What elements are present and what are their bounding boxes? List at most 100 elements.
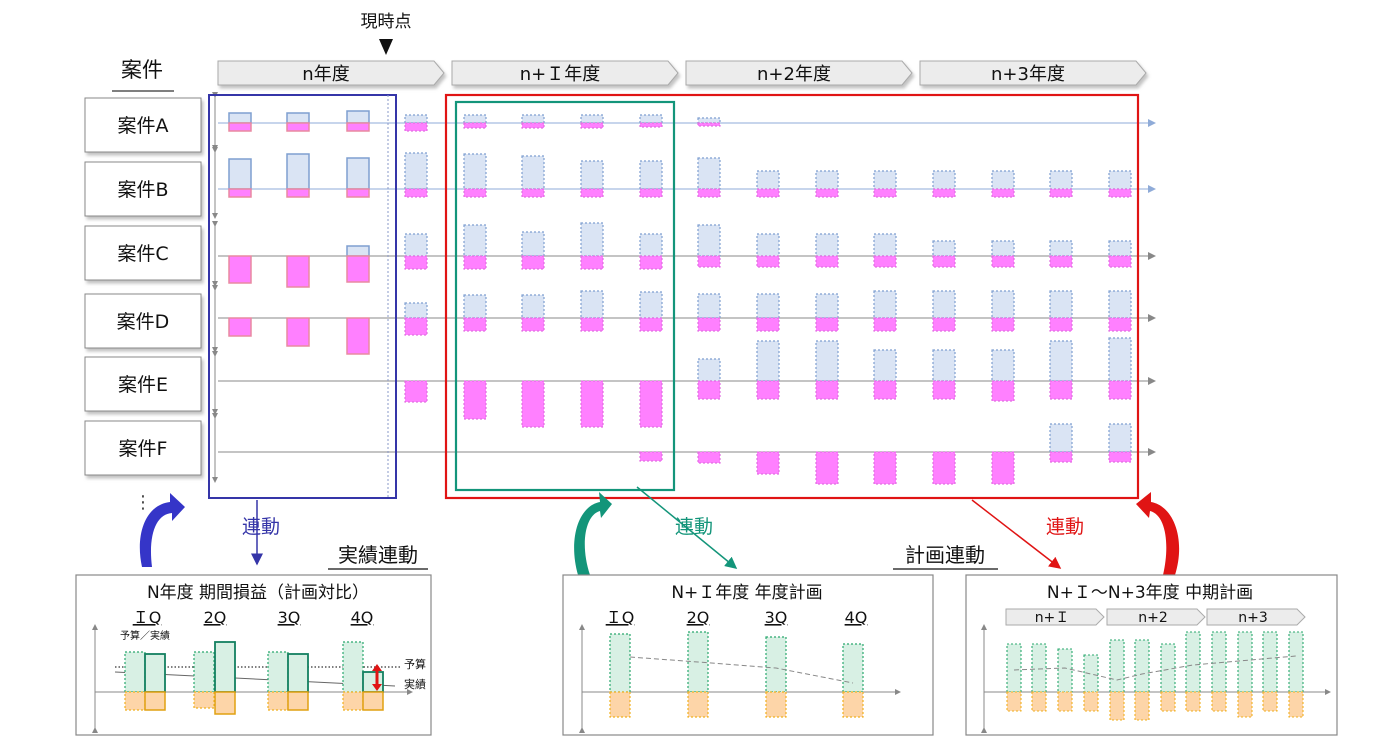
- cost-bar: [756, 188, 780, 198]
- plan-bar: [521, 294, 545, 319]
- cost-bar: [1108, 255, 1132, 268]
- actual-bar: [144, 653, 166, 693]
- quarter-label: 2Q: [204, 608, 227, 627]
- plan-bar: [815, 170, 839, 190]
- plan-bar: [609, 633, 631, 693]
- year-arrow: [451, 60, 679, 86]
- budget-cost-bar: [267, 691, 289, 711]
- cost-bar: [228, 317, 252, 337]
- cost-bar: [639, 188, 663, 198]
- budget-label: 予算: [404, 657, 426, 671]
- plan-bar: [286, 153, 310, 190]
- actual-cost-bar: [214, 691, 236, 715]
- now-label: 現時点: [361, 12, 412, 32]
- cost-bar: [932, 188, 956, 198]
- plan-bar: [932, 290, 956, 319]
- plan-bar: [286, 112, 310, 124]
- mid-year-arrow: [1206, 608, 1306, 626]
- plan-bar: [991, 349, 1015, 382]
- actual-cost-bar: [144, 691, 166, 711]
- actual-cost-bar: [287, 691, 309, 711]
- midterm-cost-bar: [1185, 691, 1201, 712]
- midterm-cost-bar: [1109, 691, 1125, 721]
- cost-bar: [286, 122, 310, 132]
- plan-bar: [697, 293, 721, 319]
- year-arrow: [919, 60, 1147, 86]
- actual-bar: [287, 653, 309, 693]
- cost-bar: [1049, 255, 1073, 268]
- budget-bar: [193, 651, 215, 693]
- midterm-cost-bar: [1134, 691, 1150, 721]
- plan-bar: [580, 114, 604, 124]
- cost-bar: [286, 255, 310, 288]
- midterm-plan-bar: [1160, 643, 1176, 693]
- plan-bar: [842, 643, 864, 693]
- plan-bar: [463, 114, 487, 124]
- cost-bar: [639, 255, 663, 270]
- plan-bar: [346, 245, 370, 257]
- cost-bar: [873, 380, 897, 400]
- midterm-plan-bar: [1237, 631, 1253, 693]
- budget-cost-bar: [342, 691, 364, 711]
- plan-trend-line: [629, 656, 854, 684]
- midterm-plan-bar: [1185, 631, 1201, 693]
- cost-bar: [991, 188, 1015, 198]
- cost-bar: [1108, 317, 1132, 332]
- cost-bar: [346, 255, 370, 283]
- plan-bar: [697, 157, 721, 190]
- midterm-plan-bar: [1006, 643, 1022, 693]
- case-box: [84, 293, 202, 349]
- cost-bar: [1108, 188, 1132, 198]
- midterm-plan-bar: [1262, 631, 1278, 693]
- plan-bar: [697, 358, 721, 382]
- midterm-plan-bar: [1031, 643, 1047, 693]
- plan-bar: [932, 240, 956, 257]
- plan-bar: [1108, 423, 1132, 453]
- case-box: [84, 97, 202, 153]
- plan-bar: [756, 233, 780, 257]
- cost-bar: [346, 317, 370, 355]
- cost-bar: [404, 317, 428, 336]
- midterm-cost-bar: [1237, 691, 1253, 718]
- cost-bar: [815, 380, 839, 400]
- cost-bar: [1049, 451, 1073, 463]
- cost-bar: [932, 317, 956, 332]
- plan-bar: [1049, 240, 1073, 257]
- cost-bar: [991, 380, 1015, 402]
- plan-bar: [521, 231, 545, 257]
- year-arrow: [685, 60, 913, 86]
- plan-bar: [1049, 340, 1073, 382]
- budget-cost-bar: [124, 691, 146, 711]
- cost-bar: [463, 380, 487, 420]
- midterm-cost-bar: [1083, 691, 1099, 712]
- cost-bar: [521, 317, 545, 332]
- cost-bar: [697, 122, 721, 127]
- case-box: [84, 356, 202, 412]
- cost-bar: [639, 122, 663, 128]
- case-label: 案件C: [117, 243, 168, 265]
- plan-bar: [991, 170, 1015, 190]
- cost-bar: [697, 451, 721, 464]
- actual-link-title: 実績連動: [338, 543, 418, 567]
- actual-bar: [362, 671, 384, 693]
- cost-bar: [1049, 380, 1073, 400]
- cost-bar: [873, 188, 897, 198]
- plan-bar: [580, 160, 604, 190]
- cost-bar: [404, 380, 428, 403]
- annual-feedback-arrow-icon: [574, 492, 612, 575]
- midterm-cost-bar: [1160, 691, 1176, 712]
- cost-bar: [1049, 188, 1073, 198]
- actual-cost-bar: [362, 691, 384, 711]
- annual-plan-frame: [454, 100, 676, 492]
- midterm-cost-bar: [1262, 691, 1278, 712]
- plan-bar: [639, 160, 663, 190]
- plan-cost-bar: [842, 691, 864, 718]
- cost-bar: [580, 317, 604, 332]
- plan-bar: [815, 340, 839, 382]
- plan-bar: [1049, 423, 1073, 453]
- year-label: n+3年度: [991, 64, 1065, 85]
- cost-bar: [346, 122, 370, 132]
- plan-bar: [756, 293, 780, 319]
